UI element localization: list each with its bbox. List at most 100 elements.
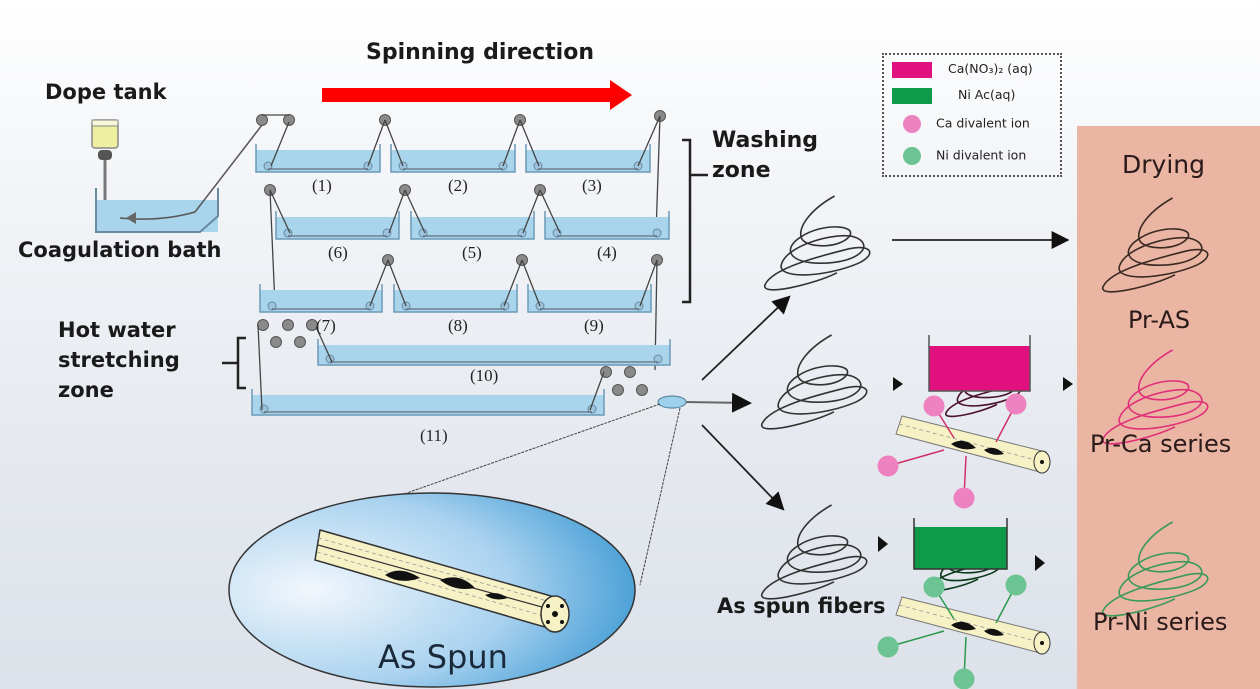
roller-icon [306, 319, 318, 331]
fiber-coil-as-spun [761, 504, 868, 600]
washing-zone-bracket [682, 138, 708, 304]
bath-number: (11) [420, 426, 448, 445]
product-label-pr-ni: Pr-Ni series [1093, 608, 1228, 636]
roller-icon [282, 319, 294, 331]
divalent-ion-icon [877, 636, 899, 658]
roller-icon [256, 114, 268, 126]
washing-bath [525, 144, 651, 173]
spinning-direction-arrow [322, 80, 632, 110]
bath-number: (4) [597, 243, 617, 262]
fiber-coil-as-spun [764, 195, 871, 291]
washing-bath [259, 284, 383, 313]
roller-icon [294, 336, 306, 348]
bath-number: (1) [312, 176, 332, 195]
ca-nitrate-bath [928, 335, 1031, 392]
washing-bath [390, 144, 516, 173]
divalent-ion-icon [923, 576, 945, 598]
as-spun-inset-label: As Spun [378, 638, 508, 676]
arrow-to-ca-bath [893, 377, 903, 391]
roller-icon [257, 319, 269, 331]
bath-number: (9) [584, 316, 604, 335]
hot-water-bracket [222, 336, 246, 390]
washing-bath [255, 144, 381, 173]
legend-item-ca-ion: Ca divalent ion [892, 115, 1030, 133]
ion-treated-fibers [877, 393, 1051, 689]
ni-acetate-swatch [892, 87, 932, 104]
divalent-ion-icon [923, 395, 945, 417]
ca-ion-icon [903, 115, 921, 133]
washing-bath [527, 284, 652, 313]
coagulation-bath [95, 124, 263, 233]
washing-bath [275, 211, 400, 240]
legend-item-ca-nitrate: Ca(NO₃)₂ (aq) [892, 61, 1033, 78]
washing-bath [393, 284, 518, 313]
hot-water-label-3: zone [58, 378, 114, 402]
roller-icon [624, 366, 636, 378]
fiber-nozzle [657, 395, 687, 409]
fiber-cross-section-icon [314, 529, 570, 633]
legend-label: Ni divalent ion [935, 147, 1027, 163]
legend-label: Ca(NO₃)₂ (aq) [947, 61, 1033, 76]
stretching-bath-11 [251, 389, 605, 416]
hot-water-label-1: Hot water [58, 318, 176, 342]
stretching-bath-10 [317, 339, 671, 366]
ca-nitrate-swatch [892, 61, 932, 78]
arrow-ca-to-drying [1063, 377, 1073, 391]
product-label-pr-as: Pr-AS [1128, 306, 1191, 334]
as-spun-fibers-label: As spun fibers [717, 594, 886, 618]
washing-bath [410, 211, 535, 240]
divalent-ion-icon [953, 668, 975, 689]
ni-ion-icon [903, 147, 921, 165]
drying-title: Drying [1122, 150, 1205, 179]
legend-label: Ca divalent ion [935, 115, 1030, 131]
flow-arrow-down [701, 424, 785, 511]
dope-tank-label: Dope tank [45, 80, 167, 104]
guide-roller-icon [267, 301, 277, 311]
divalent-ion-icon [877, 455, 899, 477]
spinning-direction-label: Spinning direction [366, 40, 595, 65]
bath-number: (8) [448, 316, 468, 335]
fiber-coil-as-spun [761, 334, 868, 430]
roller-icon [636, 384, 648, 396]
guide-roller-icon [652, 228, 662, 238]
hot-water-label-2: stretching [58, 348, 180, 372]
product-label-pr-ca: Pr-Ca series [1090, 430, 1232, 458]
roller-icon [612, 384, 624, 396]
inset-line-left [329, 403, 661, 521]
roller-icon [270, 336, 282, 348]
guide-roller-icon [653, 354, 663, 364]
roller-icon [283, 114, 295, 126]
bath-number: (2) [448, 176, 468, 195]
coagulation-bath-label: Coagulation bath [18, 238, 222, 262]
bath-number: (5) [462, 243, 482, 262]
bath-number: (3) [582, 176, 602, 195]
legend-label: Ni Ac(aq) [957, 87, 1016, 102]
washing-zone-label-2: zone [712, 158, 771, 183]
bath-number: (7) [316, 316, 336, 335]
guide-roller-icon [382, 228, 392, 238]
legend: Ca(NO₃)₂ (aq) Ni Ac(aq) Ca divalent ion … [882, 53, 1062, 177]
flow-arrow-up [701, 295, 791, 381]
arrow-ni-to-drying [1035, 555, 1045, 571]
legend-item-ni-acetate: Ni Ac(aq) [892, 87, 1015, 104]
flow-arrow-middle [685, 392, 752, 413]
legend-item-ni-ion: Ni divalent ion [892, 147, 1026, 165]
bath-number: (10) [470, 366, 499, 385]
divalent-ion-icon [1005, 574, 1027, 596]
guide-roller-icon [263, 161, 273, 171]
dope-tank-icon [91, 119, 119, 205]
ni-treated-fiber [877, 574, 1051, 689]
inset-line-right [639, 407, 681, 586]
arrow-to-ni-bath [878, 536, 888, 552]
ni-acetate-bath [913, 518, 1008, 570]
ca-treated-fiber [877, 393, 1051, 509]
as-spun-inset [228, 492, 636, 688]
washing-bath [544, 211, 670, 240]
bath-number: (6) [328, 243, 348, 262]
divalent-ion-icon [953, 487, 975, 509]
washing-zone-label-1: Washing [712, 128, 819, 153]
stretching-baths [251, 319, 671, 416]
divalent-ion-icon [1005, 393, 1027, 415]
drying-panel [1077, 126, 1260, 689]
